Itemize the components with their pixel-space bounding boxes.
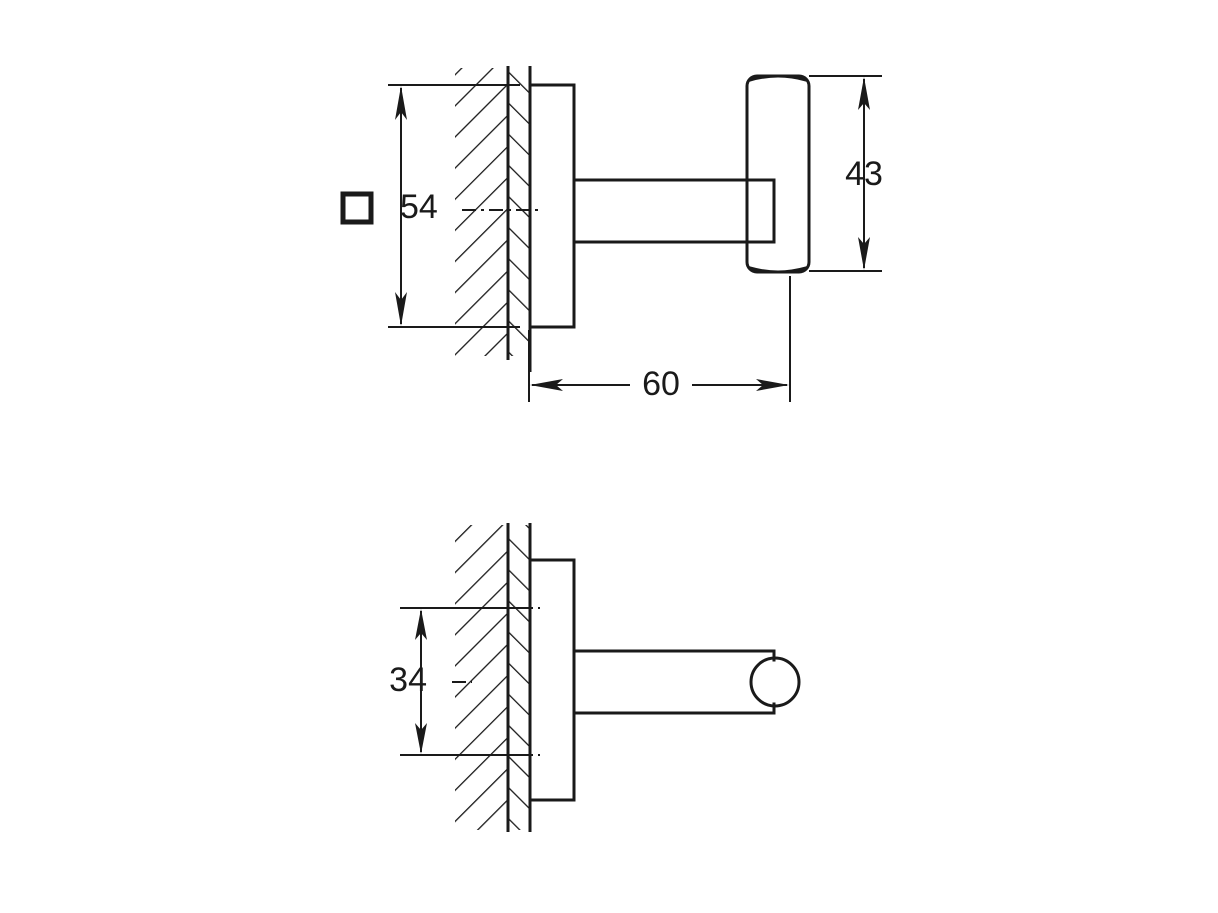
wall-section-front [455, 66, 532, 372]
hook-arm-plan [572, 649, 776, 715]
square-symbol-icon [340, 191, 374, 225]
wall-hatch-right-front [508, 68, 530, 356]
dimension-43: 43 [809, 75, 883, 272]
dim-54-arrow-top [395, 86, 407, 120]
wall-hatch-right-plan [508, 525, 530, 830]
dimension-34: 34 [389, 607, 520, 756]
view-top-plan: 34 [389, 523, 801, 832]
wall-hatch-left-front [455, 68, 508, 356]
hook-bar-front [745, 74, 811, 274]
dimension-54: 54 [340, 84, 520, 328]
dim-60-arrow-right [756, 379, 789, 391]
dimension-60: 60 [528, 276, 791, 406]
dim-34-text: 34 [389, 661, 427, 699]
flange-plate-front [528, 83, 576, 329]
dim-43-arrow-bottom [858, 237, 870, 270]
hook-knob-plan [749, 649, 801, 715]
dim-60-text: 60 [642, 365, 680, 403]
dim-43-arrow-top [858, 77, 870, 110]
view-front-elevation: 54 43 60 [340, 66, 883, 406]
flange-plate-plan [528, 558, 576, 802]
dim-54-text: 54 [400, 188, 438, 226]
wall-section-plan [455, 523, 532, 832]
dim-60-text-mask [630, 366, 692, 406]
dim-60-arrow-left [530, 379, 563, 391]
dim-43-text: 43 [845, 155, 883, 193]
wall-hatch-left-plan [455, 525, 508, 830]
dim-54-arrow-bottom [395, 292, 407, 326]
hook-arm-front [572, 178, 776, 244]
dim-34-arrow-top [415, 609, 427, 640]
dim-34-arrow-bottom [415, 723, 427, 754]
